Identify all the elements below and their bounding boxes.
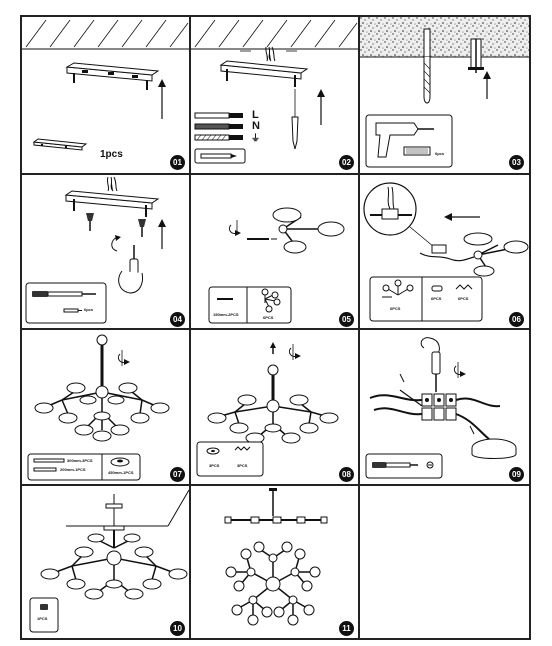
wire-label-ground: ⏚ (251, 133, 261, 143)
step-01-illustration (22, 19, 189, 151)
step-09-number-badge: 09 (509, 467, 524, 482)
step-06-box-label-1: 6PCS (390, 306, 401, 311)
step-10-illustration (29, 489, 189, 633)
step-03-box-label: 6pcs (435, 151, 445, 156)
wire-label-live: L (252, 109, 259, 121)
step-03-panel: 6pcs 03 (360, 17, 529, 173)
step-05-number-badge: 05 (339, 312, 354, 327)
grid-border-right (529, 15, 531, 640)
step-01-qty-label: 1pcs (100, 149, 123, 160)
empty-panel (360, 486, 529, 638)
grid-row-divider-1 (20, 173, 531, 175)
step-04-number-badge: 04 (170, 312, 185, 327)
step-05-panel: 150mm-2PCS 6PCS 05 (191, 175, 358, 328)
step-08-box-label-1: 3PCS (209, 463, 220, 468)
step-07-illustration (27, 334, 170, 481)
step-06-box-label-3: 6PCS (458, 296, 469, 301)
step-07-panel: 300mm-3PCS 200mm-1PCS 450mm-1PCS 07 (22, 330, 189, 484)
step-07-box-label-2: 200mm-1PCS (60, 467, 86, 472)
step-05-illustration (208, 207, 345, 324)
step-06-panel: 6PCS 6PCS 6PCS 06 (360, 175, 529, 328)
step-08-illustration (196, 342, 339, 477)
step-11-illustration (224, 488, 328, 626)
step-11-panel: 11 (191, 486, 358, 638)
grid-border-left (20, 15, 22, 640)
step-10-panel: 1PCS 10 (22, 486, 189, 638)
step-09-illustration (365, 337, 517, 479)
grid-col-divider-1 (189, 15, 191, 640)
step-10-number-badge: 10 (170, 621, 185, 636)
step-08-box-label-2: 3PCS (237, 463, 248, 468)
grid-row-divider-3 (20, 484, 531, 486)
step-10-box-label: 1PCS (37, 616, 48, 621)
step-04-box-label: 6pcs (84, 307, 94, 312)
step-04-panel: 6pcs 04 (22, 175, 189, 328)
step-07-box-label-1: 300mm-3PCS (67, 458, 93, 463)
grid-border-bottom (20, 638, 531, 640)
step-08-number-badge: 08 (339, 467, 354, 482)
step-06-illustration (363, 182, 529, 322)
step-11-number-badge: 11 (339, 621, 354, 636)
step-07-box-label-3: 450mm-1PCS (108, 470, 134, 475)
step-05-box-label-rod: 150mm-2PCS (213, 312, 239, 317)
step-06-box-label-2: 6PCS (431, 296, 442, 301)
step-08-panel: 3PCS 3PCS 08 (191, 330, 358, 484)
step-05-box-label-lamp: 6PCS (263, 315, 274, 320)
step-06-number-badge: 06 (509, 312, 524, 327)
step-03-number-badge: 03 (509, 155, 524, 170)
step-07-number-badge: 07 (170, 467, 185, 482)
step-02-illustration (191, 19, 358, 164)
step-04-illustration (25, 176, 166, 324)
step-01-panel: 1pcs 01 (22, 17, 189, 173)
step-02-number-badge: 02 (339, 155, 354, 170)
wire-label-neutral: N (252, 120, 260, 132)
step-01-number-badge: 01 (170, 155, 185, 170)
step-09-panel: 09 (360, 330, 529, 484)
step-03-illustration (360, 17, 529, 168)
grid-border-top (20, 15, 531, 17)
grid-row-divider-2 (20, 328, 531, 330)
grid-col-divider-2 (358, 15, 360, 640)
step-02-panel: L N ⏚ 02 (191, 17, 358, 173)
